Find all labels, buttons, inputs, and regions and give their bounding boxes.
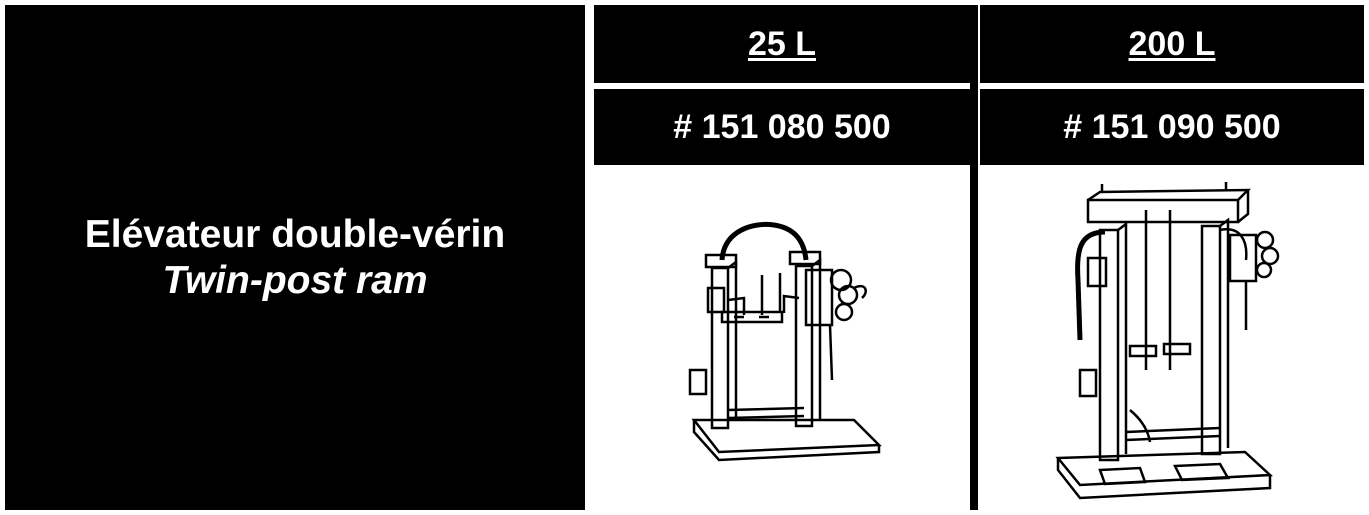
ram-200l-drawing [1055, 182, 1280, 500]
size-label-200l: 200 L [1128, 24, 1216, 63]
image-cell-200l [980, 170, 1364, 510]
image-cell-25l [594, 170, 970, 510]
size-label-25l: 25 L [747, 24, 817, 63]
ref-cell-25l: # 151 080 500 [594, 89, 970, 165]
column-divider [970, 5, 978, 510]
ref-number-200l: # 151 090 500 [1063, 107, 1281, 146]
product-name-cell: Elévateur double-vérin Twin-post ram [5, 5, 585, 510]
size-header-200l: 200 L [980, 5, 1364, 83]
ref-cell-200l: # 151 090 500 [980, 89, 1364, 165]
ref-number-25l: # 151 080 500 [673, 107, 891, 146]
product-name-fr: Elévateur double-vérin [84, 212, 506, 256]
product-name-en: Twin-post ram [162, 258, 428, 302]
size-header-25l: 25 L [594, 5, 970, 83]
ram-25l-drawing [688, 221, 882, 462]
